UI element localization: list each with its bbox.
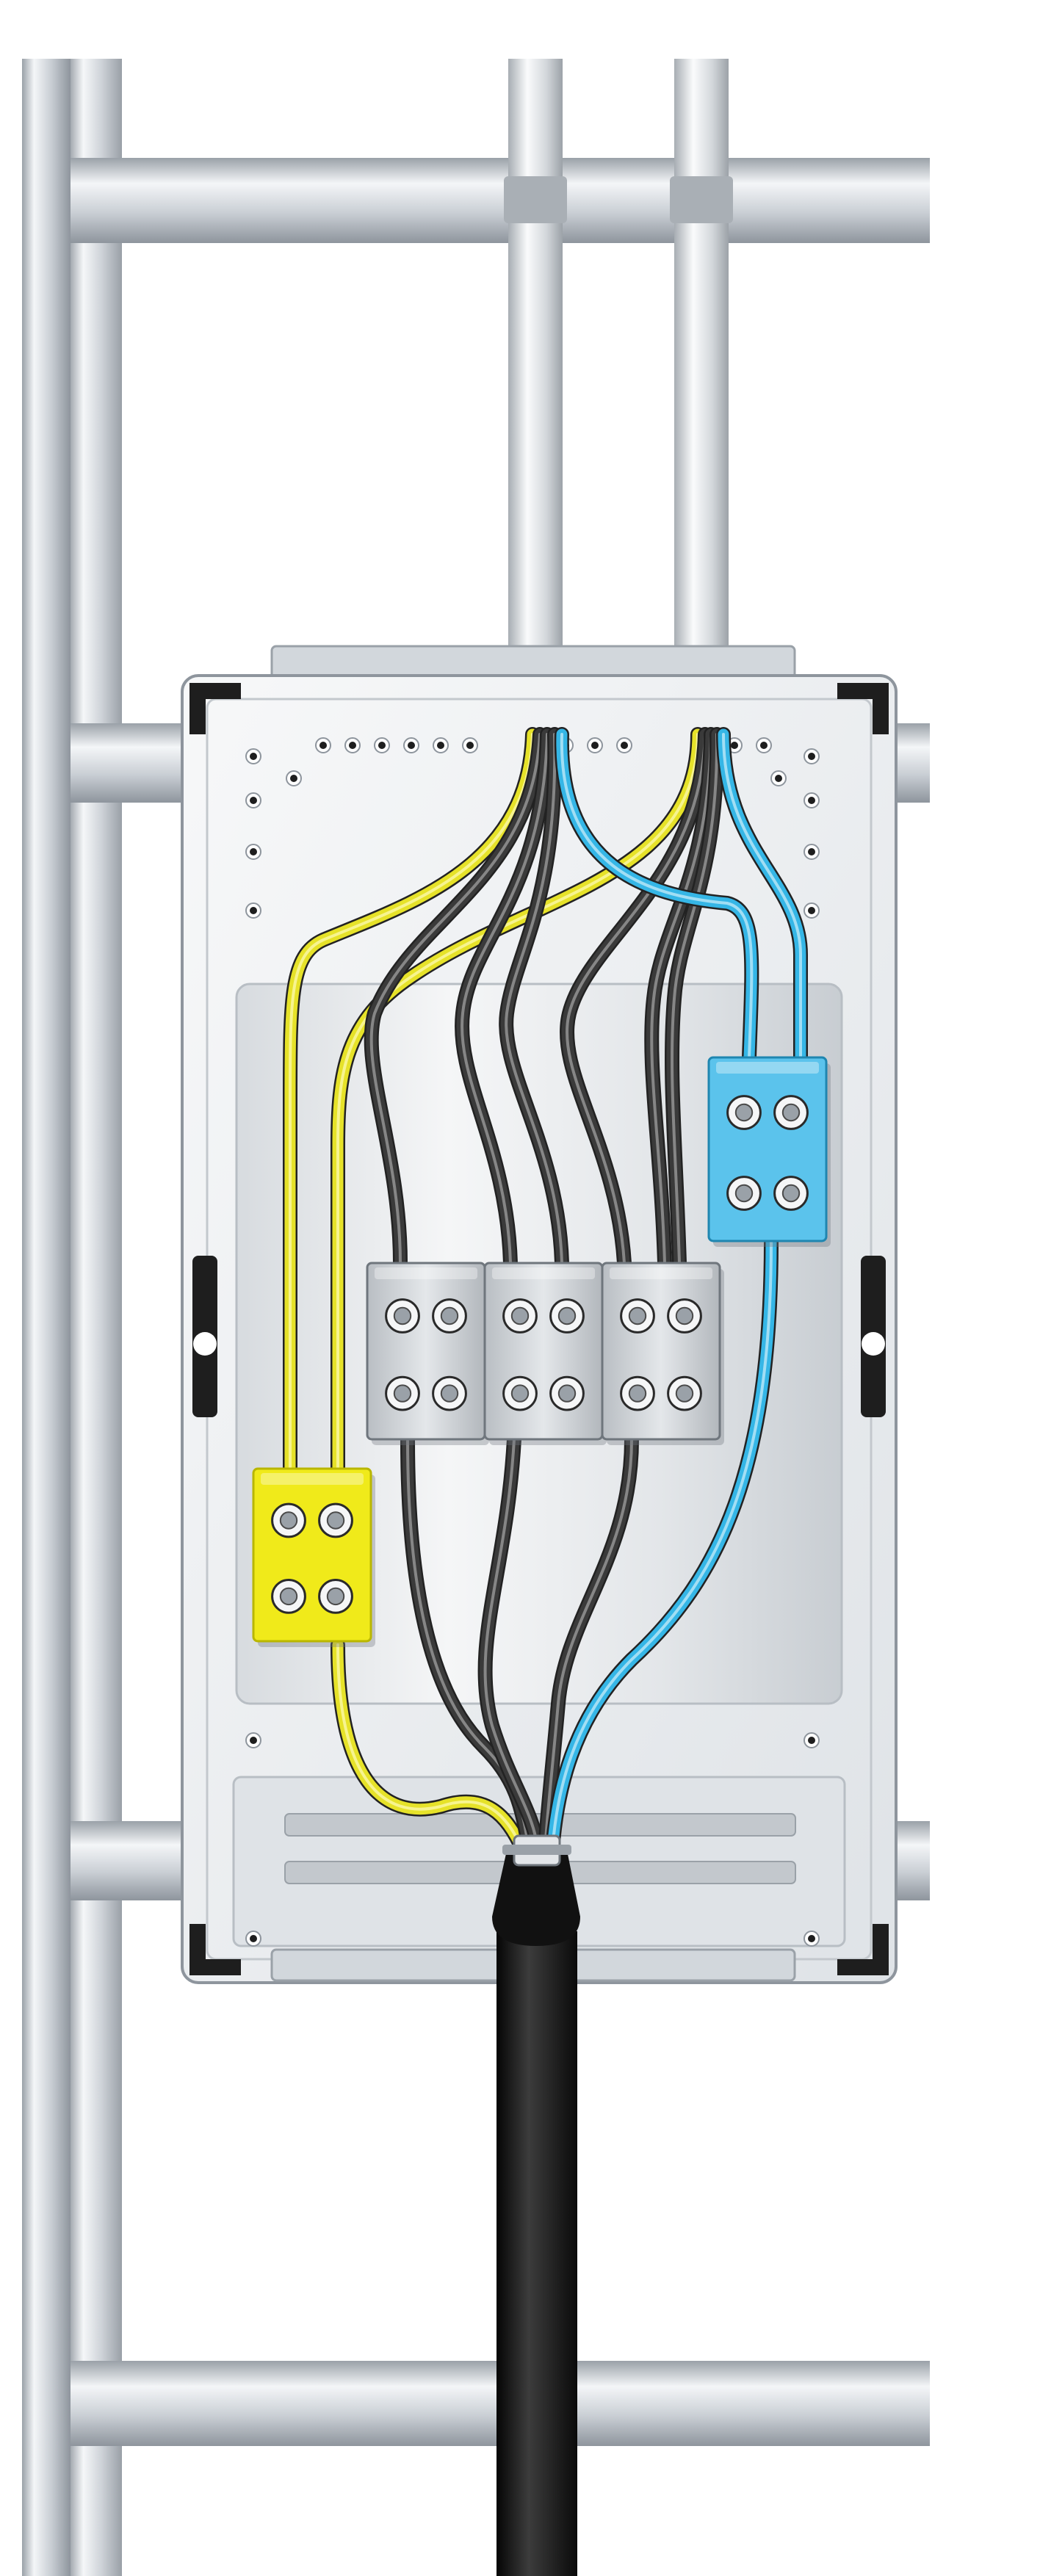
terminal-screw bbox=[549, 1298, 585, 1334]
screw-hole bbox=[433, 737, 449, 753]
rail-horizontal-top bbox=[71, 158, 930, 243]
wire-black-l3-out bbox=[538, 1432, 639, 1858]
screw-hole bbox=[245, 844, 261, 860]
screw-hole bbox=[245, 792, 261, 808]
terminal-screw bbox=[271, 1579, 306, 1614]
cable-entry bbox=[492, 1834, 580, 2576]
terminal-screw bbox=[620, 1298, 655, 1334]
screw-hole bbox=[804, 748, 820, 764]
rail-vertical-left bbox=[22, 59, 71, 2576]
phase-terminal-l1 bbox=[366, 1262, 489, 1445]
corner-bracket-tl bbox=[189, 683, 241, 734]
terminal-screw bbox=[773, 1095, 809, 1130]
terminal-screw bbox=[620, 1375, 655, 1411]
terminal-screw bbox=[502, 1298, 538, 1334]
screw-hole bbox=[587, 737, 603, 753]
terminal-screw bbox=[385, 1375, 420, 1411]
phase-terminal-l3 bbox=[601, 1262, 724, 1445]
rail-vertical-left-inner bbox=[71, 59, 122, 2576]
screw-hole bbox=[804, 792, 820, 808]
wire-blue-neutral-out bbox=[545, 1234, 779, 1858]
terminal-screw bbox=[773, 1176, 809, 1211]
main-feed-cable bbox=[496, 1931, 577, 2576]
wire-black-l2-in-a bbox=[455, 727, 555, 1270]
terminal-screw bbox=[432, 1298, 467, 1334]
mounting-screw-holes bbox=[245, 737, 820, 1947]
screw-hole bbox=[804, 902, 820, 919]
latch-hole-right bbox=[862, 1332, 885, 1356]
screw-hole bbox=[462, 737, 478, 753]
screw-hole bbox=[286, 770, 302, 786]
wire-yellow-earth-out bbox=[331, 1638, 530, 1858]
screw-hole bbox=[403, 737, 419, 753]
wire-blue-neutral-in-2 bbox=[716, 727, 808, 1065]
screw-hole bbox=[245, 748, 261, 764]
side-latch-holes bbox=[193, 1332, 885, 1356]
terminal-screw bbox=[726, 1095, 762, 1130]
top-conduit-left bbox=[508, 59, 563, 668]
top-conduit-right bbox=[674, 59, 729, 668]
screw-hole bbox=[245, 1931, 261, 1947]
wire-black-l2-out bbox=[477, 1432, 545, 1858]
wire-yellow-earth-1 bbox=[283, 727, 540, 1483]
latch-hole-left bbox=[193, 1332, 217, 1356]
wire-black-l1-in-b bbox=[499, 727, 569, 1270]
wire-black-l2-in-b bbox=[644, 727, 718, 1270]
screw-hole bbox=[245, 1732, 261, 1748]
corner-bracket-bl bbox=[189, 1924, 241, 1975]
conduit-clamp-right bbox=[670, 176, 733, 223]
screw-hole bbox=[804, 1732, 820, 1748]
wire-blue-neutral-in-1 bbox=[554, 727, 759, 1065]
terminal-screw bbox=[667, 1298, 702, 1334]
screw-hole bbox=[804, 1931, 820, 1947]
terminal-screw bbox=[667, 1375, 702, 1411]
wire-black-l1-in-a bbox=[364, 727, 547, 1270]
terminal-screw bbox=[271, 1502, 306, 1538]
wiring bbox=[283, 727, 808, 1858]
screw-hole bbox=[315, 737, 331, 753]
terminal-screw bbox=[318, 1502, 353, 1538]
cable-clamp-screw bbox=[502, 1845, 571, 1855]
screw-hole bbox=[756, 737, 772, 753]
wire-yellow-earth-2 bbox=[331, 727, 705, 1483]
cable-gland-bottom bbox=[492, 1850, 580, 1946]
screw-hole bbox=[245, 902, 261, 919]
screw-hole bbox=[616, 737, 632, 753]
terminal-screw bbox=[502, 1375, 538, 1411]
corner-bracket-br bbox=[837, 1924, 889, 1975]
terminal-screw bbox=[385, 1298, 420, 1334]
earth-terminal bbox=[252, 1467, 375, 1647]
terminal-screw bbox=[318, 1579, 353, 1614]
conduit-clamp-left bbox=[504, 176, 567, 223]
top-conduits bbox=[504, 59, 733, 668]
terminal-screw bbox=[726, 1176, 762, 1211]
terminal-blocks bbox=[252, 1056, 831, 1647]
wire-black-l3-in-a bbox=[559, 727, 712, 1270]
corner-bracket-tr bbox=[837, 683, 889, 734]
phase-terminal-l2 bbox=[483, 1262, 607, 1445]
screw-hole bbox=[804, 844, 820, 860]
screw-hole bbox=[374, 737, 390, 753]
wire-black-l3-in-b bbox=[665, 727, 725, 1270]
screw-hole bbox=[344, 737, 361, 753]
terminal-screw bbox=[432, 1375, 467, 1411]
terminal-screw bbox=[549, 1375, 585, 1411]
screw-hole bbox=[770, 770, 787, 786]
neutral-terminal bbox=[707, 1056, 831, 1247]
